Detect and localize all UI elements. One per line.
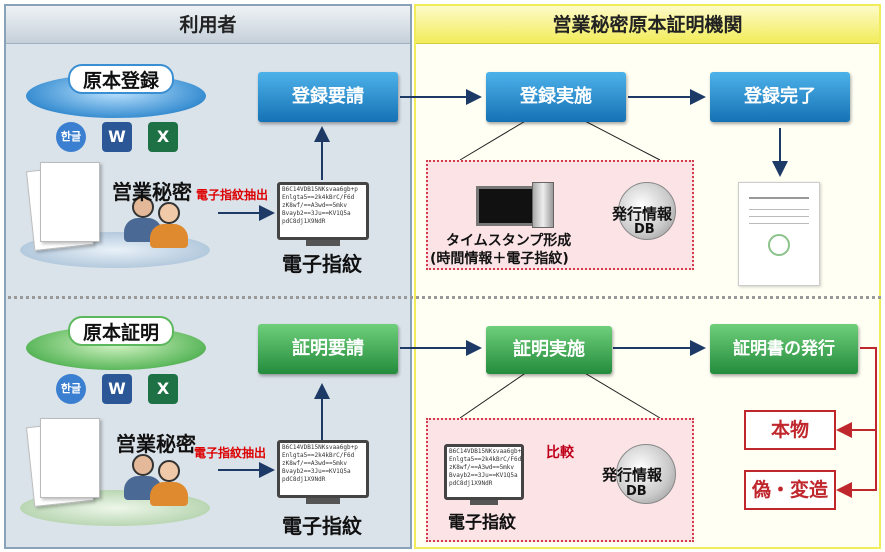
certificate-icon: [738, 182, 820, 286]
proof-request-button[interactable]: 証明要請: [258, 324, 398, 374]
server-tower-icon: [532, 182, 554, 228]
proof-execute-button[interactable]: 証明実施: [486, 326, 612, 374]
person-body-icon: [150, 224, 188, 248]
timestamp-sub-label: (時間情報＋電子指紋): [430, 251, 569, 267]
db-label: 発行情報: [612, 205, 673, 223]
compare-label: 比較: [546, 445, 574, 461]
red-bracket: [836, 347, 877, 498]
person-icon: [158, 460, 180, 482]
word-icon: W: [102, 122, 132, 152]
register-request-button[interactable]: 登録要請: [258, 72, 398, 122]
authority-header: 営業秘密原本証明機関: [416, 6, 879, 44]
database-icon: [618, 182, 676, 240]
database-icon: [616, 444, 676, 504]
connector-bottom-2: [582, 371, 661, 419]
register-complete-button[interactable]: 登録完了: [710, 72, 850, 122]
db-label: 発行情報: [602, 466, 663, 484]
user-header: 利用者: [6, 6, 410, 44]
word-icon: W: [102, 374, 132, 404]
excel-icon: X: [148, 374, 178, 404]
monitor-stand: [306, 240, 340, 246]
db-sub-label: DB: [634, 222, 655, 237]
person-icon: [158, 202, 180, 224]
genuine-box: 本物: [744, 410, 836, 450]
connector-top: [459, 119, 528, 161]
person-icon: [132, 196, 154, 218]
person-body-icon: [150, 482, 188, 506]
monitor-stand: [306, 498, 340, 504]
section-divider: [8, 296, 881, 299]
timestamp-label: タイムスタンプ形成: [446, 233, 572, 249]
document-icon: [40, 418, 100, 498]
trade-secret-label: 営業秘密: [112, 180, 192, 204]
fingerprint-label: 電子指紋: [282, 252, 362, 276]
fingerprint-label: 電子指紋: [282, 514, 362, 538]
hwp-icon: 한글: [56, 374, 86, 404]
person-icon: [132, 454, 154, 476]
trade-secret-label: 営業秘密: [116, 432, 196, 456]
extract-label: 電子指紋抽出: [194, 446, 267, 460]
compare-fingerprint-label: 電子指紋: [448, 513, 516, 533]
extract-label: 電子指紋抽出: [196, 188, 269, 202]
forged-box: 偽・変造: [744, 470, 836, 510]
register-title: 原本登録: [68, 64, 174, 94]
register-execute-button[interactable]: 登録実施: [486, 72, 626, 122]
connector-top-2: [582, 119, 661, 161]
db-sub-label: DB: [626, 484, 647, 499]
excel-icon: X: [148, 122, 178, 152]
monitor-stand: [470, 500, 498, 505]
proof-title: 原本証明: [68, 316, 174, 346]
document-icon: [40, 162, 100, 242]
issue-certificate-button[interactable]: 証明書の発行: [710, 324, 858, 374]
hwp-icon: 한글: [56, 122, 86, 152]
connector-bottom: [459, 371, 528, 419]
